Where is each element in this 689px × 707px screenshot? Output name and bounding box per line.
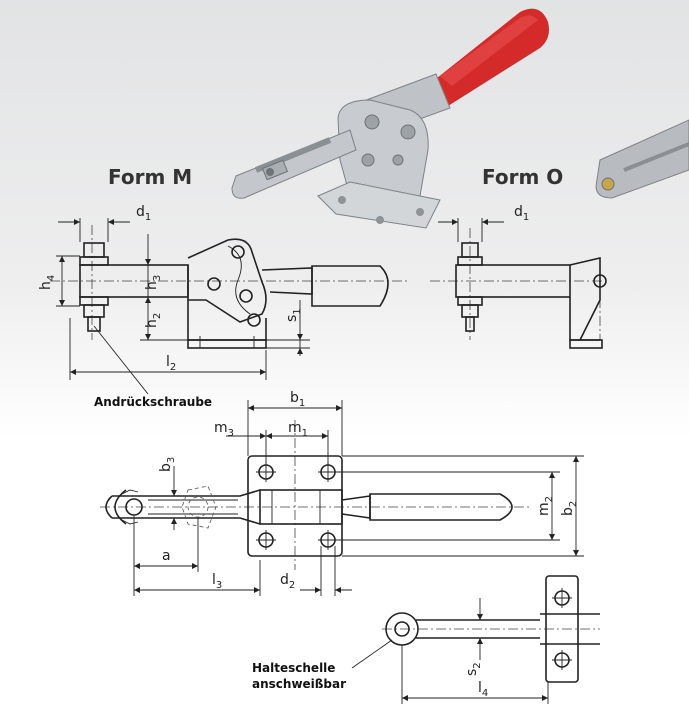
product-photo-partial (595, 119, 689, 199)
halteschelle-label-line2: anschweißbar (252, 677, 346, 691)
svg-text:m1: m1 (288, 420, 308, 439)
svg-text:h3: h3 (144, 275, 163, 290)
svg-text:a: a (162, 548, 171, 564)
svg-text:m3: m3 (214, 420, 234, 439)
halteschelle-detail: s2 l4 (351, 575, 600, 704)
svg-text:l3: l3 (212, 572, 222, 591)
svg-text:b2: b2 (560, 501, 579, 516)
product-photo (231, 8, 549, 229)
svg-text:d1: d1 (136, 204, 151, 223)
svg-text:b3: b3 (158, 457, 177, 472)
form-m-title: Form M (108, 165, 192, 189)
svg-text:m2: m2 (536, 496, 555, 516)
form-o-title: Form O (482, 165, 563, 189)
svg-text:l4: l4 (478, 680, 488, 699)
svg-text:b1: b1 (290, 390, 305, 409)
svg-text:d1: d1 (514, 204, 529, 223)
andrueckschraube-label: Andrückschraube (94, 395, 212, 409)
svg-text:l2: l2 (166, 354, 176, 373)
svg-text:d2: d2 (280, 572, 295, 591)
svg-text:s2: s2 (464, 662, 483, 676)
halteschelle-label-line1: Halteschelle (252, 661, 335, 675)
svg-text:h4: h4 (38, 275, 57, 290)
svg-text:s1: s1 (284, 308, 303, 322)
form-o-side-view: d1 (430, 204, 607, 349)
svg-text:h2: h2 (144, 313, 163, 328)
top-view: b1 m3 m1 m2 b2 b3 (100, 390, 584, 596)
form-m-side-view: d1 h4 h3 h2 s1 l2 (38, 204, 410, 395)
